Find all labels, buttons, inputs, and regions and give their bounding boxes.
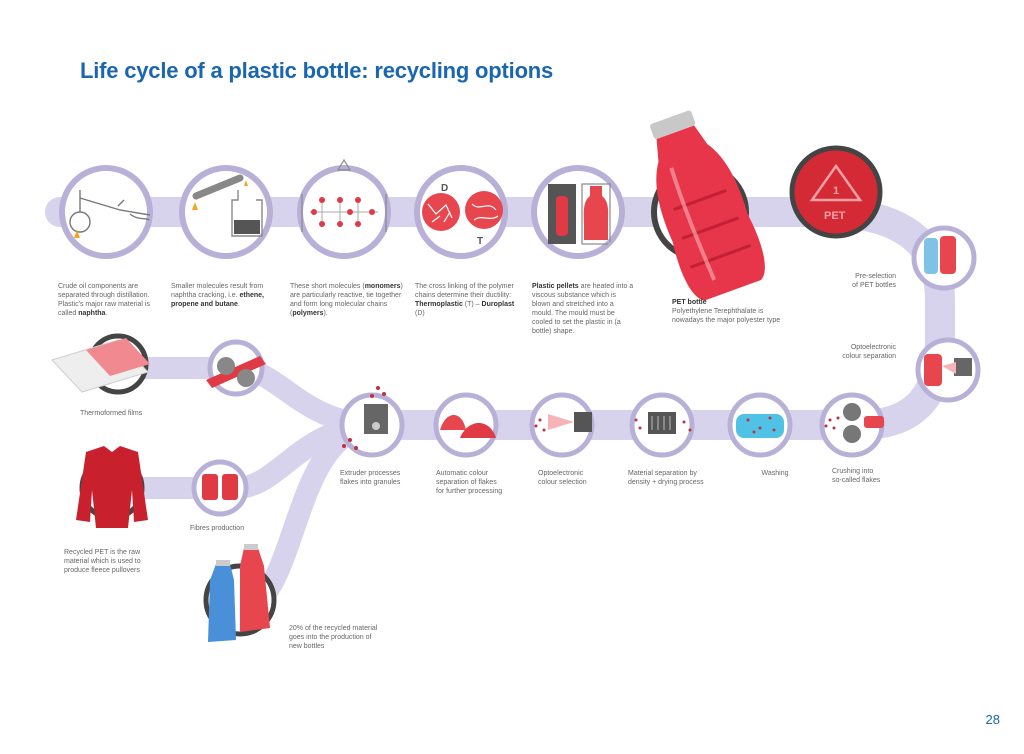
recycle-code: 1 [833,185,839,197]
sorted-bottles-icon [924,236,956,274]
fibres-node[interactable] [206,339,266,397]
fibres-caption: Fibres production [190,525,245,532]
recycle-symbol-node[interactable] [789,145,883,239]
fibre-reels-icon [206,356,266,388]
distillation-caption: Crude oil components are separated throu… [58,283,150,317]
fleece-caption: Recycled PET is the raw material which i… [64,549,141,574]
opto-select-node[interactable] [529,392,595,458]
duroplast-letter: D [441,183,448,194]
distillation-node[interactable] [59,165,153,259]
thermoplastic-letter: T [477,236,483,247]
distillation-apparatus-icon [69,190,150,238]
pet-recycling-symbol-icon [809,163,863,202]
fleece-pullover-icon [76,446,148,528]
films-caption: Thermoformed films [80,410,143,417]
extruder-node[interactable] [339,386,405,458]
pet-bottle-node[interactable] [631,103,773,305]
cross-linking-icon [422,191,503,231]
extruder-caption: Extruder processes flakes into granules [340,470,401,486]
density-caption: Material separation by density + drying … [628,470,704,486]
recycle-text: PET [824,210,846,222]
polymer-chain-icon [301,158,387,232]
opto-select-caption: Optoelectronic colour selection [538,470,587,486]
fleece-node[interactable] [76,446,148,528]
optical-sensor-icon [924,354,972,386]
films-node[interactable] [51,333,150,395]
cracking-node[interactable] [179,165,273,259]
auto-colour-caption: Automatic colour separation of flakes fo… [436,470,503,495]
thermoformed-film-icon [51,338,150,393]
cracking-caption: Smaller molecules result from naphtha cr… [171,283,265,308]
auto-colour-node[interactable] [433,392,499,458]
new-bottles-icon [208,544,270,642]
new-bottles-caption: 20% of the recycled material goes into t… [289,625,378,650]
washing-bath-icon [736,414,784,438]
pet-bottle-photo [650,110,765,301]
pellets-node[interactable] [531,165,625,259]
flake-piles-icon [440,415,496,438]
crushing-node[interactable] [819,392,885,458]
density-node[interactable] [629,392,695,458]
bottle-mould-icon [548,183,611,245]
crosslinking-caption: The cross linking of the polymer chains … [415,283,515,317]
extruder-icon [342,386,388,450]
preselection-node[interactable] [911,225,977,291]
preselection-caption: Pre-selection of PET bottles [852,273,896,289]
fibre-spools-icon [202,474,238,500]
optical-selector-icon [534,412,592,432]
cracking-flask-icon [192,174,263,237]
washing-node[interactable] [727,392,793,458]
crusher-icon [824,403,884,443]
washing-caption: Washing [761,470,789,477]
fibres-production-node[interactable] [191,459,249,517]
crushing-caption: Crushing into so-called flakes [832,468,881,484]
new-bottles-node[interactable] [203,544,277,642]
polymers-node[interactable] [297,158,391,259]
process-track [45,197,955,611]
opto-colour-node[interactable] [915,337,981,403]
opto-colour-caption: Optoelectronic colour separation [842,344,896,360]
crosslinking-node[interactable] [414,165,508,259]
density-separator-icon [634,412,692,434]
page-title: Life cycle of a plastic bottle: recyclin… [80,58,554,83]
polymers-caption: These short molecules (monomers) are par… [290,283,403,317]
page-number: 28 [985,712,1000,727]
pellets-caption: Plastic pellets are heated into a viscou… [532,283,634,335]
